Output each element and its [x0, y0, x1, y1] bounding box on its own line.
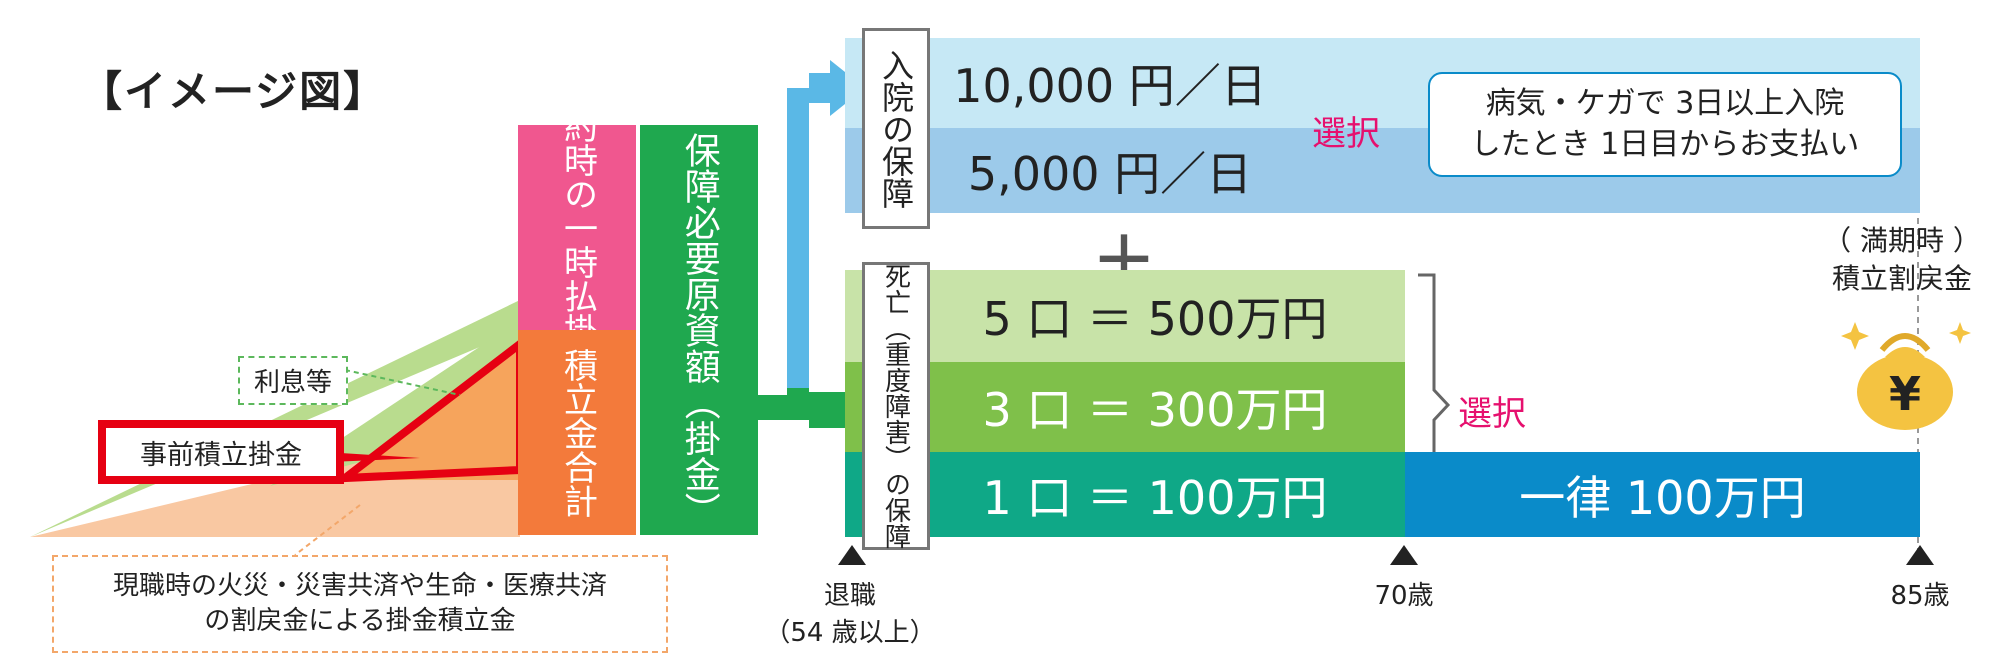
death-option-3-text: 3 口 ＝ 300万円 — [982, 383, 1328, 437]
hospital-label: 入院の保障 — [862, 28, 930, 229]
death-option-5: 5 口 ＝ 500万円 — [845, 270, 1405, 362]
death-label-text: 死亡（重度障害）の保障 — [880, 263, 911, 549]
pre-accum-label: 事前積立掛金 — [98, 420, 344, 484]
savings-note-line2: の割戻金による掛金積立金 — [204, 606, 516, 637]
savings-note-line1: 現職時の火災・災害共済や生命・医療共済 — [112, 571, 607, 601]
required-column-text: 保障必要原資額（掛金） — [678, 132, 720, 528]
contract-column: ご契約時の一時払掛金額 — [518, 41, 636, 415]
age-70-label: 70歳 — [1374, 581, 1434, 611]
required-column: 保障必要原資額（掛金） — [640, 125, 758, 535]
hospital-select: 選択 — [1312, 114, 1380, 154]
interest-leader — [344, 369, 461, 396]
money-bag-icon: ¥ — [1841, 322, 1971, 430]
maturity-line1: （ 満期時 ） — [1823, 224, 1981, 257]
yen-symbol: ¥ — [1889, 367, 1921, 421]
age-85-label: 85歳 — [1890, 581, 1950, 611]
hospital-option-2: 5,000 円／日 — [967, 146, 1253, 201]
death-option-1-text: 1 口 ＝ 100万円 — [982, 470, 1328, 525]
hospital-note: 病気・ケガで 3日以上入院 したとき 1日目からお支払い — [1428, 72, 1902, 177]
tick-85 — [1906, 545, 1934, 565]
accum-column: 積立金合計 — [518, 330, 636, 535]
interest-label: 利息等 — [238, 356, 349, 405]
note-leader — [294, 504, 361, 556]
death-option-5-text: 5 口 ＝ 500万円 — [982, 292, 1328, 346]
maturity-label: （ 満期時 ） 積立割戻金 — [1812, 222, 1992, 298]
hospital-note-line2: したとき 1日目からお支払い — [1470, 126, 1860, 162]
hospital-option-1: 10,000 円／日 — [953, 59, 1267, 113]
death-option-1: 1 口 ＝ 100万円 — [845, 452, 1405, 537]
retire-line1: 退職 — [823, 581, 876, 611]
hospital-note-line1: 病気・ケガで 3日以上入院 — [1485, 86, 1845, 121]
hospital-label-text: 入院の保障 — [877, 48, 915, 209]
arrow-stem — [757, 395, 787, 420]
death-select: 選択 — [1458, 394, 1526, 434]
page-title: 【イメージ図】 — [80, 67, 388, 116]
retire-label: 退職 （54 歳以上） — [745, 575, 955, 649]
maturity-line2: 積立割戻金 — [1831, 261, 1972, 295]
arrow-head-hospital — [809, 60, 865, 116]
savings-note: 現職時の火災・災害共済や生命・医療共済 の割戻金による掛金積立金 — [52, 555, 668, 654]
arrow-up-stem — [787, 88, 809, 388]
retire-line2: （54 歳以上） — [764, 618, 936, 648]
tick-retire — [838, 545, 866, 565]
death-flat: 一律 100万円 — [1405, 452, 1920, 537]
tick-70 — [1390, 545, 1418, 565]
death-option-3: 3 口 ＝ 300万円 — [845, 362, 1405, 452]
pre-accum-pointer — [325, 452, 420, 462]
accum-column-text: 積立金合計 — [557, 347, 598, 518]
death-label: 死亡（重度障害）の保障 — [862, 262, 930, 550]
